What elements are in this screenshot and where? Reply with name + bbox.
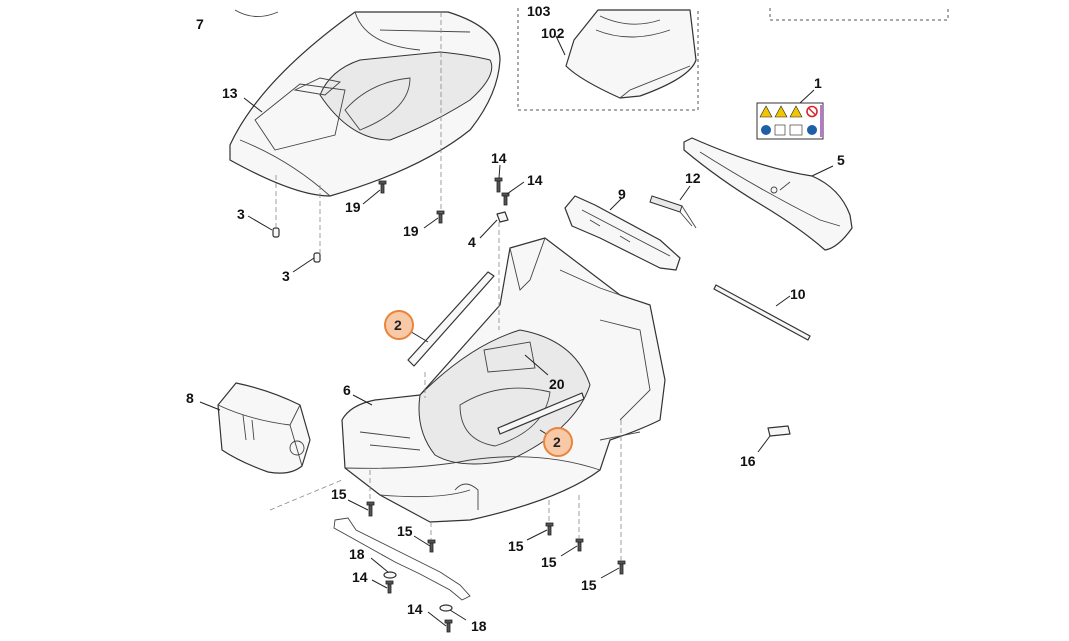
screw-15-b <box>427 539 436 553</box>
screw-19-b <box>436 210 445 224</box>
label-14-upper-b: 14 <box>527 172 543 188</box>
leader-lines <box>199 35 834 627</box>
highlight-label-2-left: 2 <box>394 317 402 333</box>
mower-housing-part-6 <box>341 237 666 523</box>
inset-box-102 <box>517 8 699 111</box>
part-102-cover-inset <box>565 9 697 99</box>
mandatory-icons <box>761 124 817 136</box>
label-3-lower: 3 <box>282 268 290 284</box>
label-3-upper: 3 <box>237 206 245 222</box>
screw-group <box>366 177 626 633</box>
label-15-e: 15 <box>581 577 597 593</box>
label-5: 5 <box>837 152 845 168</box>
highlight-label-2-right: 2 <box>553 434 561 450</box>
rear-axle <box>333 517 471 601</box>
safety-label-part-1 <box>756 102 824 140</box>
label-15-c: 15 <box>508 538 524 554</box>
label-14-lower-a: 14 <box>352 569 368 585</box>
screw-15-d <box>575 538 584 552</box>
label-4: 4 <box>468 234 476 250</box>
nut-part-4 <box>496 211 509 223</box>
washer-18-b <box>439 604 453 612</box>
label-15-d: 15 <box>541 554 557 570</box>
label-19-b: 19 <box>403 223 419 239</box>
label-15-b: 15 <box>397 523 413 539</box>
bracket-part-9 <box>564 195 681 271</box>
inset-box-top-right <box>769 8 949 21</box>
plate-part-16 <box>767 425 791 437</box>
spring-part-12 <box>649 195 697 229</box>
strip-part-2-left <box>407 271 495 367</box>
label-20: 20 <box>549 376 565 392</box>
highlight-callout-2-left[interactable]: 2 <box>384 310 414 340</box>
screw-14-d <box>444 619 453 633</box>
label-10: 10 <box>790 286 806 302</box>
top-cover-part-13 <box>229 11 501 197</box>
label-8: 8 <box>186 390 194 406</box>
warning-icons <box>759 105 818 118</box>
label-102: 102 <box>541 25 565 41</box>
label-1: 1 <box>814 75 822 91</box>
label-18-b: 18 <box>471 618 487 634</box>
label-103: 103 <box>527 3 551 19</box>
label-9: 9 <box>618 186 626 202</box>
label-12: 12 <box>685 170 701 186</box>
screw-15-a <box>366 501 375 517</box>
screw-14-a <box>494 177 503 193</box>
label-14-lower-b: 14 <box>407 601 423 617</box>
part-7-edge <box>234 9 279 17</box>
label-16: 16 <box>740 453 756 469</box>
screw-14-c <box>385 580 394 594</box>
screw-15-c <box>545 522 554 536</box>
plug-part-3-upper <box>272 227 280 238</box>
callout-labels: 7 103 102 1 13 14 14 5 3 19 19 9 12 4 3 … <box>186 3 845 634</box>
label-18-a: 18 <box>349 546 365 562</box>
alignment-lines <box>269 12 622 561</box>
rear-flap-part-5 <box>683 137 853 251</box>
label-6: 6 <box>343 382 351 398</box>
screw-14-b <box>501 192 510 206</box>
label-7: 7 <box>196 16 204 32</box>
label-15-a: 15 <box>331 486 347 502</box>
screw-19-a <box>378 180 387 194</box>
rod-part-10 <box>713 284 811 341</box>
highlight-callout-2-right[interactable]: 2 <box>543 427 573 457</box>
strip-part-2-right <box>497 392 585 435</box>
screw-15-e <box>617 560 626 575</box>
cover-box-part-8 <box>217 382 311 474</box>
washer-18-a <box>383 571 397 579</box>
label-14-upper-a: 14 <box>491 150 507 166</box>
plug-part-3-lower <box>313 252 321 263</box>
label-19-a: 19 <box>345 199 361 215</box>
label-13: 13 <box>222 85 238 101</box>
